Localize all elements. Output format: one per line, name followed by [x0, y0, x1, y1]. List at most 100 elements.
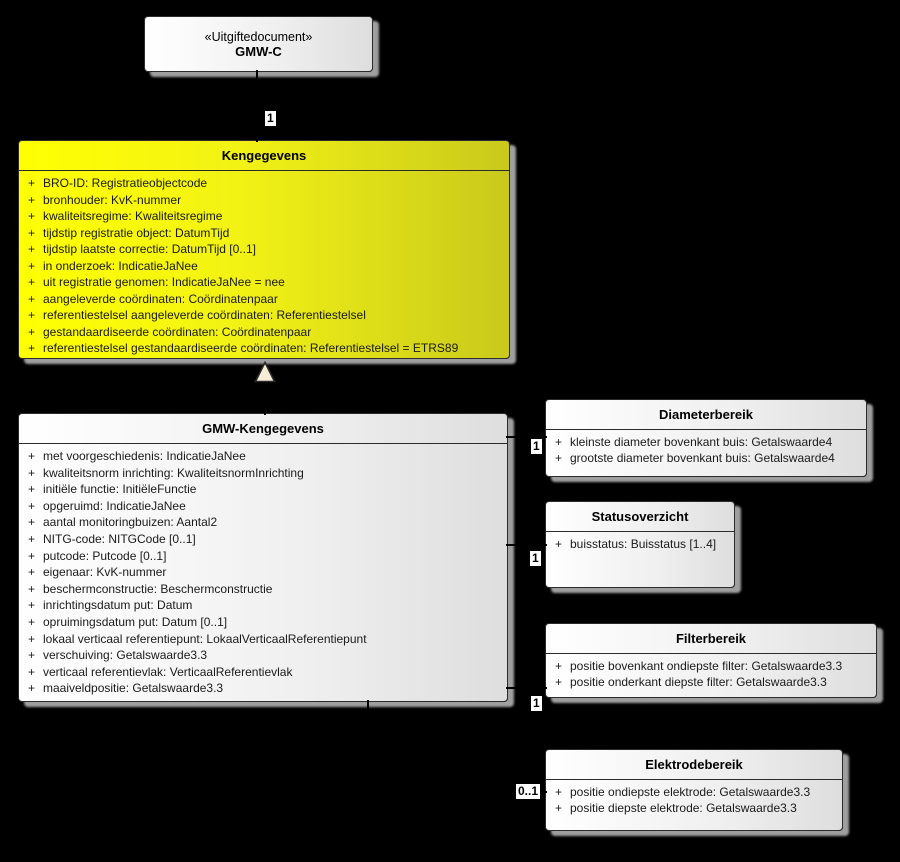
attribute-text: met voorgeschiedenis: IndicatieJaNee	[43, 449, 246, 463]
attribute-row: +tijdstip laatste correctie: DatumTijd […	[19, 241, 509, 258]
attribute-row: + NITG-code: NITGCode [0..1]	[19, 531, 507, 548]
visibility-plus: +	[28, 648, 36, 663]
attribute-text: positie ondiepste elektrode: Getalswaard…	[570, 785, 811, 799]
attribute-text: verticaal referentievlak: VerticaalRefer…	[43, 664, 293, 679]
class-header: Diameterbereik	[546, 400, 866, 430]
visibility-plus: +	[555, 659, 563, 673]
attribute-text: beschermconstructie: Beschermconstructie	[43, 581, 273, 596]
multiplicity-label: 1	[530, 551, 541, 566]
class-box-gmw-c[interactable]: «Uitgiftedocument» GMW-C	[144, 16, 373, 72]
attributes-compartment: + kleinste diameter bovenkant buis: Getal…	[546, 430, 866, 466]
multiplicity-label: 1	[531, 696, 542, 711]
attribute-row: + verticaal referentievlak: VerticaalRefe…	[19, 664, 507, 681]
attribute-row: +opruimingsdatum put: Datum [0..1]	[19, 614, 507, 631]
visibility-plus: +	[28, 531, 36, 546]
attribute-text: positie onderkant diepste filter: Getals…	[570, 675, 827, 689]
visibility-plus: +	[555, 537, 563, 551]
visibility-plus: +	[28, 192, 36, 207]
visibility-plus: +	[28, 664, 36, 679]
attribute-text: uit registratie genomen: IndicatieJaNee …	[43, 275, 285, 289]
attribute-row: + initiële functie: InitiëleFunctie	[19, 481, 507, 498]
attribute-text: verschuiving: Getalswaarde3.3	[43, 648, 208, 663]
attribute-row: + kleinste diameter bovenkant buis: Getal…	[546, 434, 866, 450]
attributes-compartment: +buisstatus: Buisstatus [1..4]	[546, 532, 734, 552]
visibility-plus: +	[28, 614, 36, 629]
class-header: Filterbereik	[546, 624, 876, 654]
visibility-plus: +	[28, 209, 36, 223]
attribute-row: +in onderzoek: IndicatieJaNee	[19, 258, 509, 275]
class-box-gmw-kengegevens[interactable]: GMW-Kengegevens +met voorgeschiedenis: I…	[18, 413, 508, 702]
visibility-plus: +	[28, 548, 36, 563]
edge-gmw-to-filterbereik	[506, 687, 547, 689]
visibility-plus: +	[28, 275, 36, 289]
visibility-plus: +	[28, 225, 36, 240]
attribute-row: + verschuiving: Getalswaarde3.3	[19, 647, 507, 664]
edge-gmw-to-elektrodebereik	[367, 791, 547, 793]
attribute-text: kwaliteitsnorm inrichting: Kwaliteitsnor…	[43, 465, 304, 480]
attribute-row: +kwaliteitsnorm inrichting: Kwaliteitsno…	[19, 465, 507, 482]
attribute-text: kleinste diameter bovenkant buis: Getals…	[570, 435, 833, 449]
attribute-row: +met voorgeschiedenis: IndicatieJaNee	[19, 448, 507, 465]
attribute-row: +tijdstip registratie object: DatumTijd	[19, 225, 509, 242]
visibility-plus: +	[28, 681, 36, 696]
attribute-row: + maaiveldpositie: Getalswaarde3.3	[19, 680, 507, 697]
attribute-row: +referentiestelsel aangeleverde coördina…	[19, 307, 509, 324]
class-box-elektrodebereik[interactable]: Elektrodebereik + positie ondiepste elekt…	[545, 749, 843, 831]
attributes-compartment: +positie bovenkant ondiepste filter: Get…	[546, 654, 876, 690]
generalization-arrowhead-icon	[254, 361, 276, 383]
class-header: GMW-Kengegevens	[19, 414, 507, 444]
class-header: Statusoverzicht	[546, 502, 734, 532]
attribute-row: +putcode: Putcode [0..1]	[19, 548, 507, 565]
class-header: Kengegevens	[19, 141, 509, 171]
attribute-row: +positie bovenkant ondiepste filter: Get…	[546, 658, 876, 674]
attribute-text: referentiestelsel gestandaardiseerde coö…	[43, 341, 459, 355]
attributes-compartment: +met voorgeschiedenis: IndicatieJaNee+kw…	[19, 444, 507, 697]
edge-generalization	[264, 380, 266, 415]
attribute-text: lokaal verticaal referentiepunt: LokaalV…	[43, 631, 367, 646]
visibility-plus: +	[28, 565, 36, 580]
visibility-plus: +	[28, 498, 36, 513]
class-box-statusoverzicht[interactable]: Statusoverzicht +buisstatus: Buisstatus …	[545, 501, 735, 588]
class-name: GMW-Kengegevens	[202, 421, 324, 436]
visibility-plus: +	[555, 675, 563, 689]
attribute-row: + positie onderkant diepste filter: Getal…	[546, 674, 876, 690]
attribute-text: initiële functie: InitiëleFunctie	[43, 482, 197, 497]
attribute-text: aangeleverde coördinaten: Coördinatenpaa…	[43, 291, 278, 306]
visibility-plus: +	[555, 785, 563, 799]
visibility-plus: +	[555, 451, 563, 465]
attribute-text: grootste diameter bovenkant buis: Getals…	[570, 451, 835, 465]
attribute-text: NITG-code: NITGCode [0..1]	[43, 531, 196, 546]
attribute-row: + aangeleverde coördinaten: Coördinatenpa…	[19, 291, 509, 308]
attribute-row: +beschermconstructie: Beschermconstructi…	[19, 581, 507, 598]
visibility-plus: +	[28, 324, 36, 339]
class-box-kengegevens[interactable]: Kengegevens +BRO-ID: Registratieobjectco…	[18, 140, 510, 359]
attribute-text: inrichtingsdatum put: Datum	[43, 598, 193, 613]
class-box-diameterbereik[interactable]: Diameterbereik + kleinste diameter bovenk…	[545, 399, 867, 477]
visibility-plus: +	[555, 801, 563, 815]
attributes-compartment: + positie ondiepste elektrode: Getalswaar…	[546, 780, 842, 816]
attribute-text: bronhouder: KvK-nummer	[43, 192, 182, 207]
class-name: Filterbereik	[675, 631, 747, 646]
attribute-text: kwaliteitsregime: Kwaliteitsregime	[43, 209, 223, 223]
attribute-text: maaiveldpositie: Getalswaarde3.3	[43, 681, 224, 696]
multiplicity-label: 0..1	[516, 784, 541, 799]
attributes-compartment: +BRO-ID: Registratieobjectcode+bronhoude…	[19, 171, 509, 357]
class-name: Elektrodebereik	[645, 757, 743, 772]
visibility-plus: +	[555, 435, 563, 449]
attribute-row: +aantal monitoringbuizen: Aantal2	[19, 514, 507, 531]
class-name: Diameterbereik	[659, 407, 753, 422]
class-name: GMW-C	[235, 43, 282, 59]
edge-gmw-to-diameterbereik	[506, 436, 547, 438]
attribute-text: positie diepste elektrode: Getalswaarde3…	[570, 801, 797, 815]
attribute-row: +gestandaardiseerde coördinaten: Coördin…	[19, 324, 509, 341]
visibility-plus: +	[28, 341, 36, 355]
edge-gmw-to-statusoverzicht	[506, 544, 547, 546]
class-box-filterbereik[interactable]: Filterbereik +positie bovenkant ondiepst…	[545, 623, 877, 698]
visibility-plus: +	[28, 291, 36, 306]
visibility-plus: +	[28, 176, 36, 190]
attribute-row: +inrichtingsdatum put: Datum	[19, 597, 507, 614]
attribute-text: aantal monitoringbuizen: Aantal2	[43, 515, 218, 530]
class-name: Kengegevens	[221, 148, 307, 163]
attribute-row: + bronhouder: KvK-nummer	[19, 192, 509, 209]
visibility-plus: +	[28, 482, 36, 497]
